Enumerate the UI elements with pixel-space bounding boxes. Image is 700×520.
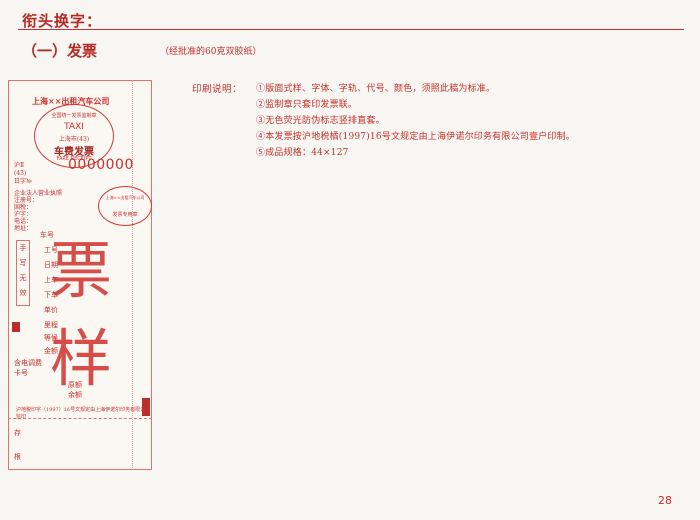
- field-dispatch-fee: 含电调费: [14, 359, 42, 367]
- field-date: 日期: [44, 261, 58, 269]
- handwrite-char: 效: [19, 289, 27, 297]
- header-rule: [18, 29, 684, 30]
- field-alight: 下车: [44, 291, 58, 299]
- watermark-char-1: 票: [50, 234, 113, 307]
- info-line: 沪字：: [14, 211, 33, 218]
- section-note: （经批准的60克双胶纸）: [160, 47, 262, 57]
- stub-label-2: 根: [14, 453, 21, 461]
- receipt-prefix-1: 沪Ⅱ: [14, 162, 25, 169]
- note-item: ③无色荧光防伪标志竖排直套。: [256, 116, 385, 126]
- printing-notes-list: ①版面式样、字体、字轨、代号、颜色，须照此稿为标准。 ②监制章只套印发票联。 ③…: [256, 81, 575, 161]
- stub-label-1: 存: [14, 429, 21, 437]
- printing-notes-label: 印刷说明：: [192, 84, 243, 95]
- field-card-no: 卡号: [14, 369, 28, 377]
- handwrite-invalid-box: 手 写 无 效: [16, 240, 30, 306]
- field-board: 上车: [44, 276, 58, 284]
- receipt-number: 0000000: [68, 157, 134, 173]
- handwrite-char: 无: [19, 274, 27, 282]
- red-marker-left: [12, 322, 20, 332]
- field-mileage: 里程: [44, 321, 58, 329]
- field-balance: 余额: [68, 391, 82, 399]
- page-number: 28: [658, 494, 672, 507]
- handwrite-char: 手: [19, 244, 27, 252]
- field-car-no: 车号: [40, 231, 54, 239]
- info-line: 电话：: [14, 218, 33, 225]
- tear-line: [8, 418, 152, 419]
- note-item: ⑤成品规格：44×127: [256, 148, 349, 158]
- receipt-prefix-2: (43): [14, 170, 27, 177]
- field-unit-price: 单价: [44, 306, 58, 314]
- red-marker-right: [142, 398, 150, 416]
- field-waiting: 等候: [44, 334, 58, 342]
- field-amount: 金额: [44, 347, 58, 355]
- note-item: ①版面式样、字体、字轨、代号、颜色，须照此稿为标准。: [256, 84, 496, 94]
- field-staff-no: 工号: [44, 246, 58, 254]
- note-item: ④本发票按沪地税橘(1997)16号文规定由上海伊诺尔印务有限公司壹户印制。: [256, 132, 575, 142]
- seal-receipt-text: FARE RECEIPT: [56, 156, 92, 162]
- invoice-seal: 上海××出租汽车公司 发票专用章: [98, 186, 152, 226]
- supervision-seal: 全国统一发票监制章 TAXI 上海市(43) 车费发票 FARE RECEIPT: [34, 104, 114, 168]
- seal-code: 上海市(43): [58, 136, 90, 143]
- seal-taxi: TAXI: [64, 122, 84, 132]
- seal-fare: 车费发票: [54, 147, 94, 158]
- info-line: 地址：: [14, 225, 33, 232]
- section-title: （一）发票: [22, 42, 98, 60]
- seal-arc-text: 全国统一发票监制章: [51, 113, 97, 119]
- header-title: 衔头换字：: [22, 12, 103, 30]
- field-original-amount: 原额: [68, 381, 82, 389]
- info-line: 企业法人营业执照: [14, 190, 63, 197]
- handwrite-char: 写: [19, 259, 27, 267]
- note-item: ②监制章只套印发票联。: [256, 100, 358, 110]
- info-line: 国税：: [14, 204, 33, 211]
- receipt-sample: 上海××出租汽车公司 全国统一发票监制章 TAXI 上海市(43) 车费发票 F…: [8, 80, 152, 470]
- watermark-char-2: 样: [50, 322, 113, 395]
- invoice-seal-top: 上海××出租汽车公司: [105, 195, 145, 200]
- perforation-line: [132, 80, 133, 468]
- receipt-printer-note: 沪地税印字（1997）16号文规定由上海伊诺尔印务有限公司监印: [16, 407, 151, 420]
- receipt-number-label: 日字№: [14, 178, 32, 185]
- receipt-company: 上海××出租汽车公司: [32, 96, 110, 106]
- invoice-seal-bottom: 发票专用章: [112, 212, 138, 218]
- info-line: 注册号：: [14, 197, 39, 204]
